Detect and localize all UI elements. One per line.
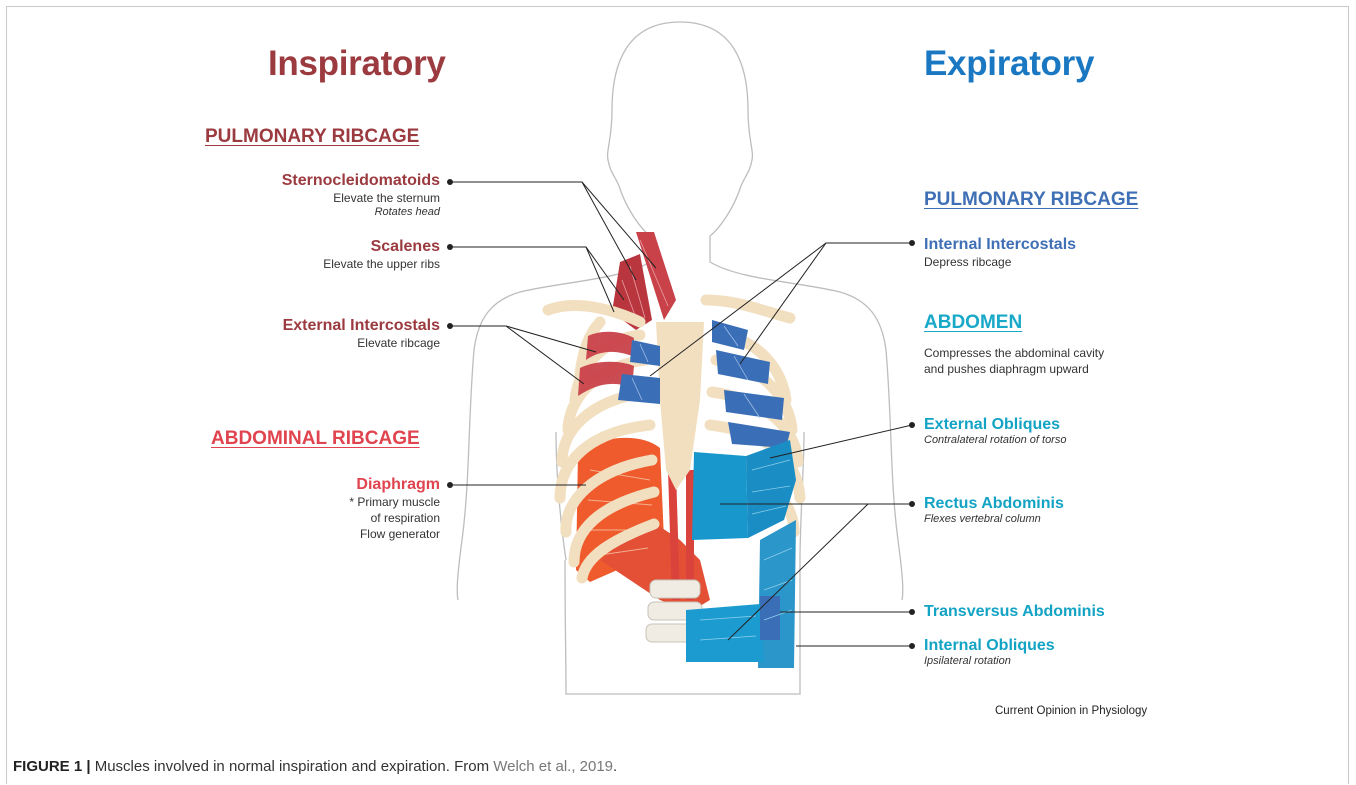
diaphragm-desc-3: Flow generator: [349, 526, 440, 542]
internal-intercostals-label: Internal Intercostals Depress ribcage: [924, 236, 1076, 270]
external-intercostals-label: External Intercostals Elevate ribcage: [283, 317, 440, 351]
diaphragm-desc-2: of respiration: [349, 510, 440, 526]
abdominal-ribcage-title: ABDOMINAL RIBCAGE: [211, 428, 420, 450]
rectus-abdominis-desc: Flexes vertebral column: [924, 513, 1064, 525]
transversus-abdominis-label: Transversus Abdominis: [924, 603, 1105, 621]
internal-obliques-name: Internal Obliques: [924, 637, 1055, 655]
internal-obliques-muscle: [686, 604, 764, 662]
citation-link[interactable]: Welch et al., 2019: [493, 758, 613, 775]
leader-dots-left: [447, 179, 453, 488]
scalenes-label: Scalenes Elevate the upper ribs: [323, 238, 440, 272]
external-intercostals-name: External Intercostals: [283, 317, 440, 335]
external-obliques-desc: Contralateral rotation of torso: [924, 434, 1066, 446]
caption-end: .: [613, 758, 617, 775]
diaphragm-label: Diaphragm * Primary muscle of respiratio…: [349, 476, 440, 542]
sternocleidomastoids-desc-2: Rotates head: [282, 206, 440, 218]
sternocleidomastoids-name: Sternocleidomatoids: [282, 172, 440, 190]
rectus-abdominis-muscle: [692, 440, 796, 540]
sternocleidomastoids-label: Sternocleidomatoids Elevate the sternum …: [282, 172, 440, 218]
abdomen-desc: Compresses the abdominal cavity and push…: [924, 345, 1104, 377]
external-obliques-name: External Obliques: [924, 416, 1066, 434]
expiratory-pulmonary-ribcage-title: PULMONARY RIBCAGE: [924, 189, 1138, 211]
scalenes-name: Scalenes: [323, 238, 440, 256]
abdomen-desc-2: and pushes diaphragm upward: [924, 361, 1104, 377]
inspiratory-pulmonary-ribcage-title: PULMONARY RIBCAGE: [205, 126, 419, 148]
expiratory-heading: Expiratory: [924, 44, 1094, 84]
rectus-abdominis-name: Rectus Abdominis: [924, 495, 1064, 513]
diaphragm-name: Diaphragm: [349, 476, 440, 494]
sternocleidomastoids-desc-1: Elevate the sternum: [282, 190, 440, 206]
diaphragm-desc-1: * Primary muscle: [349, 494, 440, 510]
abdomen-title: ABDOMEN: [924, 312, 1022, 334]
transversus-abdominis-name: Transversus Abdominis: [924, 603, 1105, 621]
external-intercostals-desc: Elevate ribcage: [283, 335, 440, 351]
rectus-abdominis-label: Rectus Abdominis Flexes vertebral column: [924, 495, 1064, 525]
source-credit: Current Opinion in Physiology: [995, 705, 1147, 717]
external-obliques-muscle: [758, 520, 796, 668]
figure-label: FIGURE 1 |: [13, 758, 91, 775]
internal-intercostals-name: Internal Intercostals: [924, 236, 1076, 254]
abdomen-desc-1: Compresses the abdominal cavity: [924, 345, 1104, 361]
scalenes-desc: Elevate the upper ribs: [323, 256, 440, 272]
internal-obliques-label: Internal Obliques Ipsilateral rotation: [924, 637, 1055, 667]
figure-caption: FIGURE 1 | Muscles involved in normal in…: [13, 758, 617, 775]
leader-dots-right: [909, 240, 915, 649]
external-obliques-label: External Obliques Contralateral rotation…: [924, 416, 1066, 446]
internal-obliques-desc: Ipsilateral rotation: [924, 655, 1055, 667]
inspiratory-heading: Inspiratory: [268, 44, 446, 84]
caption-text: Muscles involved in normal inspiration a…: [91, 758, 494, 775]
internal-intercostals-desc: Depress ribcage: [924, 254, 1076, 270]
